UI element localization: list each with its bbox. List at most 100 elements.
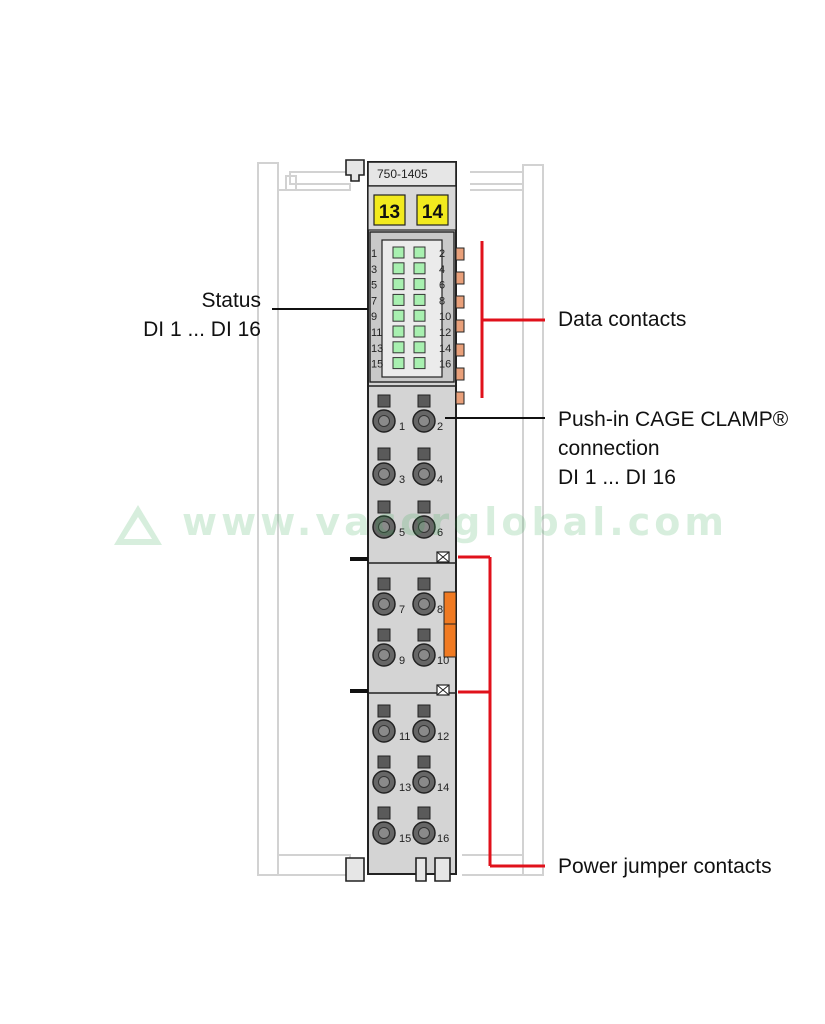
clamp-terminal-13-hole bbox=[378, 776, 390, 788]
led-number-10: 10 bbox=[439, 311, 451, 323]
led-3 bbox=[392, 262, 405, 275]
release-button-16[interactable] bbox=[417, 806, 431, 820]
power-jumper-contact-upper bbox=[436, 551, 450, 563]
watermark-logo-icon bbox=[112, 503, 164, 547]
terminal-number-3: 3 bbox=[399, 474, 405, 486]
led-number-11: 11 bbox=[371, 327, 382, 339]
data-contact-1 bbox=[455, 247, 465, 261]
release-button-4[interactable] bbox=[417, 447, 431, 461]
terminal-number-4: 4 bbox=[437, 474, 443, 486]
release-button-9[interactable] bbox=[377, 628, 391, 642]
led-4 bbox=[413, 262, 426, 275]
clamp-terminal-7-hole bbox=[378, 598, 390, 610]
neighbor-module-outlines bbox=[257, 162, 544, 876]
clamp-terminal-9-hole bbox=[378, 649, 390, 661]
data-contact-5 bbox=[455, 343, 465, 357]
terminal-number-13: 13 bbox=[399, 782, 411, 794]
release-button-3[interactable] bbox=[377, 447, 391, 461]
led-5 bbox=[392, 278, 405, 291]
data-contacts-label: Data contacts bbox=[558, 308, 687, 331]
clamp-terminal-8-hole bbox=[418, 598, 430, 610]
data-contact-4 bbox=[455, 319, 465, 333]
data-contacts bbox=[455, 247, 465, 405]
power-jumper-label: Power jumper contacts bbox=[558, 855, 772, 878]
release-button-14[interactable] bbox=[417, 755, 431, 769]
clamp-terminal-15-hole bbox=[378, 827, 390, 839]
marker-13 bbox=[373, 194, 406, 226]
part-number: 750-1405 bbox=[377, 167, 428, 181]
led-number-13: 13 bbox=[371, 343, 383, 355]
led-number-16: 16 bbox=[439, 359, 451, 371]
led-6 bbox=[413, 278, 426, 291]
led-13 bbox=[392, 341, 405, 354]
release-button-11[interactable] bbox=[377, 704, 391, 718]
led-1 bbox=[392, 246, 405, 259]
terminal-number-9: 9 bbox=[399, 655, 405, 667]
led-number-4: 4 bbox=[439, 264, 445, 276]
led-number-9: 9 bbox=[371, 311, 377, 323]
led-number-5: 5 bbox=[371, 280, 377, 292]
release-button-2[interactable] bbox=[417, 394, 431, 408]
led-9 bbox=[392, 309, 405, 322]
pushin-label-line3: DI 1 ... DI 16 bbox=[558, 466, 676, 489]
terminal-number-15: 15 bbox=[399, 833, 411, 845]
clamp-terminal-6-hole bbox=[418, 521, 430, 533]
led-number-1: 1 bbox=[371, 248, 377, 260]
release-button-8[interactable] bbox=[417, 577, 431, 591]
clamp-terminal-3-hole bbox=[378, 468, 390, 480]
led-16 bbox=[413, 357, 426, 370]
release-button-13[interactable] bbox=[377, 755, 391, 769]
clamp-terminal-10-hole bbox=[418, 649, 430, 661]
status-label: Status DI 1 ... DI 16 bbox=[130, 286, 261, 344]
terminal-number-8: 8 bbox=[437, 604, 443, 616]
release-button-7[interactable] bbox=[377, 577, 391, 591]
marker-14 bbox=[416, 194, 449, 226]
release-button-10[interactable] bbox=[417, 628, 431, 642]
data-contacts-bracket bbox=[480, 241, 545, 398]
terminal-number-14: 14 bbox=[437, 782, 449, 794]
terminal-number-10: 10 bbox=[437, 655, 449, 667]
led-number-6: 6 bbox=[439, 280, 445, 292]
led-number-14: 14 bbox=[439, 343, 451, 355]
data-contact-2 bbox=[455, 271, 465, 285]
terminal-number-1: 1 bbox=[399, 421, 405, 433]
release-button-15[interactable] bbox=[377, 806, 391, 820]
release-button-12[interactable] bbox=[417, 704, 431, 718]
data-contact-6 bbox=[455, 367, 465, 381]
release-button-6[interactable] bbox=[417, 500, 431, 514]
data-contact-3 bbox=[455, 295, 465, 309]
led-number-3: 3 bbox=[371, 264, 377, 276]
led-12 bbox=[413, 325, 426, 338]
clamp-terminal-5-hole bbox=[378, 521, 390, 533]
pushin-label-line1: Push-in CAGE CLAMP® bbox=[558, 408, 789, 431]
terminal-number-2: 2 bbox=[437, 421, 443, 433]
power-jumper-contact-lower bbox=[436, 684, 450, 696]
terminal-number-5: 5 bbox=[399, 527, 405, 539]
clamp-terminal-4-hole bbox=[418, 468, 430, 480]
terminal-number-6: 6 bbox=[437, 527, 443, 539]
marker-13-label: 13 bbox=[379, 202, 400, 223]
clamp-terminal-16-hole bbox=[418, 827, 430, 839]
led-number-2: 2 bbox=[439, 248, 445, 260]
release-button-5[interactable] bbox=[377, 500, 391, 514]
marker-14-label: 14 bbox=[422, 202, 444, 223]
led-number-8: 8 bbox=[439, 295, 445, 307]
terminal-number-12: 12 bbox=[437, 731, 449, 743]
clamp-terminal-11-hole bbox=[378, 725, 390, 737]
led-number-15: 15 bbox=[371, 359, 383, 371]
module-body bbox=[345, 159, 457, 882]
power-jumper-bracket bbox=[458, 555, 545, 868]
release-button-1[interactable] bbox=[377, 394, 391, 408]
led-8 bbox=[413, 293, 426, 306]
led-10 bbox=[413, 309, 426, 322]
led-2 bbox=[413, 246, 426, 259]
terminal-number-7: 7 bbox=[399, 604, 405, 616]
clamp-terminal-14-hole bbox=[418, 776, 430, 788]
pushin-label-line2: connection bbox=[558, 437, 660, 460]
clamp-terminal-2-hole bbox=[418, 415, 430, 427]
status-label-line1: Status bbox=[201, 289, 261, 312]
data-contact-7 bbox=[455, 391, 465, 405]
watermark-text: www.vacorglobal.com bbox=[182, 500, 728, 544]
